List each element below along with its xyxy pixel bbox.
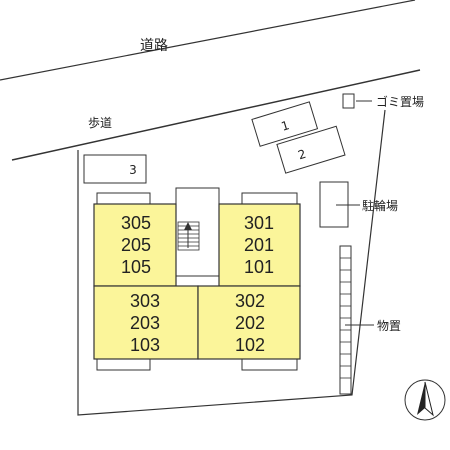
parking-space-1: 1 xyxy=(251,101,319,147)
parking-number-1: 1 xyxy=(280,118,291,134)
balcony-south-east xyxy=(241,358,298,371)
balcony-south-west xyxy=(96,358,151,371)
garbage-label: ゴミ置場 xyxy=(376,94,424,109)
garbage-area xyxy=(342,93,355,109)
balcony-north-east xyxy=(241,192,298,205)
site-boundary xyxy=(77,109,386,416)
unit-number: 102 xyxy=(235,335,265,355)
parking-number-2: 2 xyxy=(296,147,307,163)
road-edge-north xyxy=(0,0,416,81)
unit-number: 201 xyxy=(244,235,274,255)
unit-number: 303 xyxy=(130,291,160,311)
bicycle-parking-label: 駐輪場 xyxy=(362,198,398,213)
sidewalk-label: 歩道 xyxy=(88,115,112,130)
road-edge-south xyxy=(11,69,421,161)
unit-number: 103 xyxy=(130,335,160,355)
parking-space-2: 2 xyxy=(276,125,346,174)
staircase-icon xyxy=(177,221,200,251)
unit-block-south-east xyxy=(197,285,301,360)
unit-block-north-west xyxy=(93,203,177,287)
north-arrow-icon xyxy=(404,379,446,421)
storage-row xyxy=(339,245,352,395)
parking-number-3: 3 xyxy=(129,163,137,177)
parking-space-3 xyxy=(83,154,147,184)
unit-block-north-east xyxy=(218,203,301,287)
unit-number: 301 xyxy=(244,213,274,233)
balcony-north-west xyxy=(96,192,151,205)
storage-label: 物置 xyxy=(377,319,401,333)
unit-number: 302 xyxy=(235,291,265,311)
unit-number: 101 xyxy=(244,257,274,277)
unit-number: 105 xyxy=(121,257,151,277)
unit-number: 202 xyxy=(235,313,265,333)
road-label: 道路 xyxy=(140,38,168,54)
unit-block-south-west xyxy=(93,285,199,360)
unit-number: 203 xyxy=(130,313,160,333)
unit-number: 305 xyxy=(121,213,151,233)
unit-number: 205 xyxy=(121,235,151,255)
